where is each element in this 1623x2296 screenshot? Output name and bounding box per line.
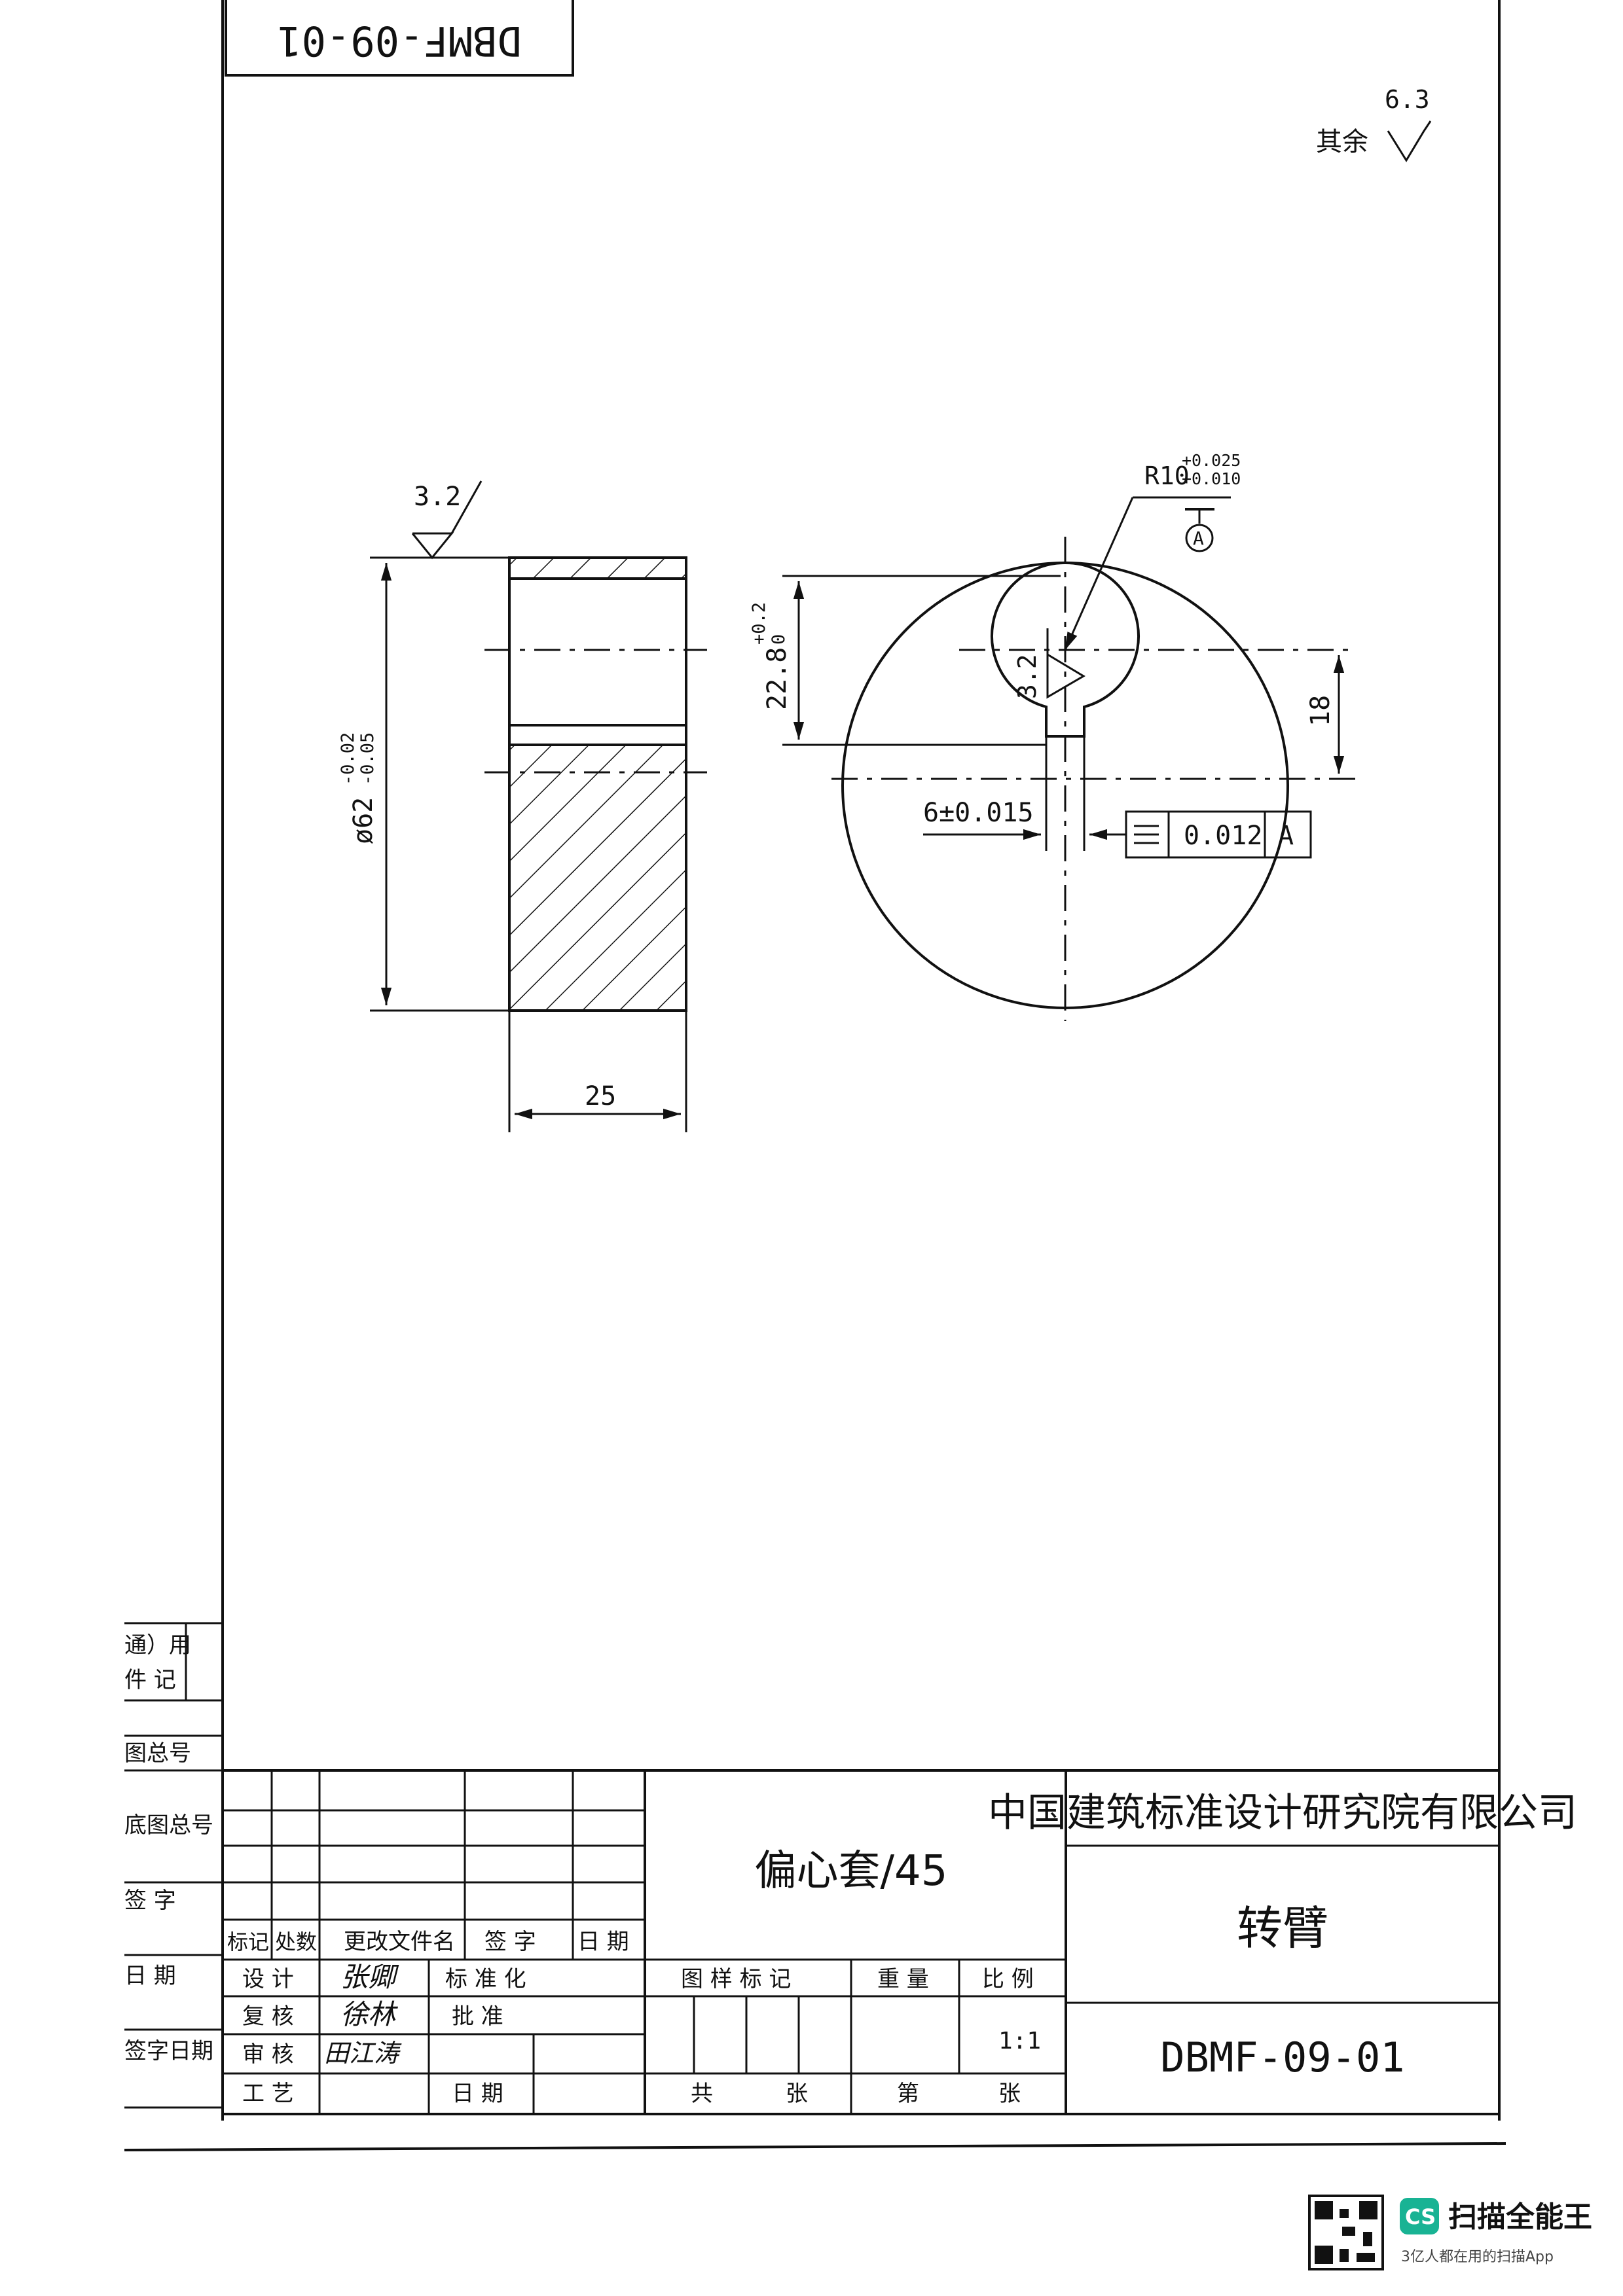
- scale-value: 1:1: [998, 2028, 1041, 2054]
- standardize-label: 标 准 化: [445, 1966, 526, 1992]
- review-label: 审 核: [242, 2041, 294, 2068]
- left-section-view: [370, 480, 707, 1132]
- drawing-mark-label: 图 样 标 记: [681, 1966, 791, 1992]
- app-name: 扫描全能王: [1448, 2200, 1592, 2234]
- slot-width-label: 6±0.015: [923, 798, 1034, 828]
- side-row5: 日 期: [124, 1963, 176, 1989]
- process-label: 工 艺: [242, 2081, 294, 2107]
- side-row3: 底图总号: [124, 1812, 213, 1839]
- approve-label: 批 准: [452, 2003, 503, 2030]
- app-tagline: 3亿人都在用的扫描App: [1401, 2249, 1554, 2265]
- bore-tol-lower: +0.010: [1182, 469, 1241, 488]
- side-row2: 图总号: [124, 1740, 191, 1767]
- side-row4: 签 字: [124, 1888, 176, 1914]
- sheet-unit-label: 张: [998, 2081, 1021, 2107]
- mirrored-number-box: DBMF-09-01: [225, 0, 574, 77]
- app-logo-text: CS: [1405, 2204, 1436, 2229]
- scale-label: 比 例: [982, 1966, 1034, 1992]
- sheet-label: 第: [897, 2081, 919, 2107]
- check-signature: 徐林: [340, 1998, 399, 2030]
- tolerance-datum: A: [1278, 821, 1294, 851]
- review-signature: 田江涛: [324, 2039, 402, 2068]
- bore-radius-label: R10: [1144, 461, 1190, 490]
- weight-label: 重 量: [877, 1966, 929, 1992]
- total-label: 共: [691, 2081, 713, 2107]
- general-finish-value: 6.3: [1385, 85, 1430, 114]
- app-logo-icon: [1400, 2198, 1439, 2234]
- company-name: 中国建筑标准设计研究院有限公司: [988, 1790, 1577, 1836]
- drawing-code: DBMF-09-01: [1160, 2034, 1404, 2081]
- width-label: 25: [585, 1081, 616, 1111]
- rev-mark-header: 标记: [227, 1929, 269, 1954]
- approval-date-label: 日 期: [452, 2081, 503, 2107]
- bore-tol-upper: +0.025: [1182, 451, 1241, 470]
- material-label: 偏心套/45: [755, 1847, 948, 1895]
- side-row1b: 件 记: [124, 1667, 176, 1693]
- general-finish-symbol: [1387, 120, 1432, 162]
- right-finish-value: 3.2: [1013, 654, 1042, 699]
- diameter-label: ø62: [348, 797, 378, 844]
- right-front-view: [782, 496, 1355, 1021]
- qr-code-icon: [1308, 2195, 1384, 2270]
- rev-doc-header: 更改文件名: [344, 1929, 455, 1955]
- offset-label: 18: [1305, 695, 1336, 726]
- side-row1: 通）用: [124, 1632, 191, 1659]
- rev-count-header: 处数: [275, 1929, 317, 1954]
- key-depth-tol-upper: +0.2: [749, 602, 769, 645]
- sheets-label: 张: [786, 2081, 808, 2107]
- side-table: [124, 1622, 223, 2109]
- left-finish-value: 3.2: [414, 482, 461, 512]
- sheet-border: [124, 0, 1506, 2151]
- title-block: [221, 1769, 1501, 2115]
- general-surface-finish: 其余 6.3: [1316, 85, 1432, 162]
- mirrored-number: DBMF-09-01: [277, 17, 521, 65]
- scanner-watermark: CS 扫描全能王 3亿人都在用的扫描App: [1308, 2195, 1592, 2270]
- rev-sign-header: 签 字: [484, 1929, 536, 1955]
- key-depth-tol-lower: 0: [769, 634, 789, 645]
- diameter-tol-upper: -0.02: [338, 732, 358, 785]
- design-label: 设 计: [242, 1966, 294, 1992]
- datum-label: A: [1193, 528, 1204, 549]
- diameter-tol-lower: -0.05: [357, 732, 378, 785]
- part-name: 转臂: [1237, 1901, 1328, 1955]
- general-finish-label: 其余: [1316, 127, 1368, 157]
- key-depth-label: 22.8: [762, 647, 792, 710]
- check-label: 复 核: [242, 2003, 294, 2030]
- tolerance-value: 0.012: [1184, 821, 1262, 851]
- rev-date-header: 日 期: [577, 1929, 629, 1955]
- side-row6: 签字日期: [124, 2038, 213, 2064]
- design-signature: 张卿: [340, 1961, 399, 1993]
